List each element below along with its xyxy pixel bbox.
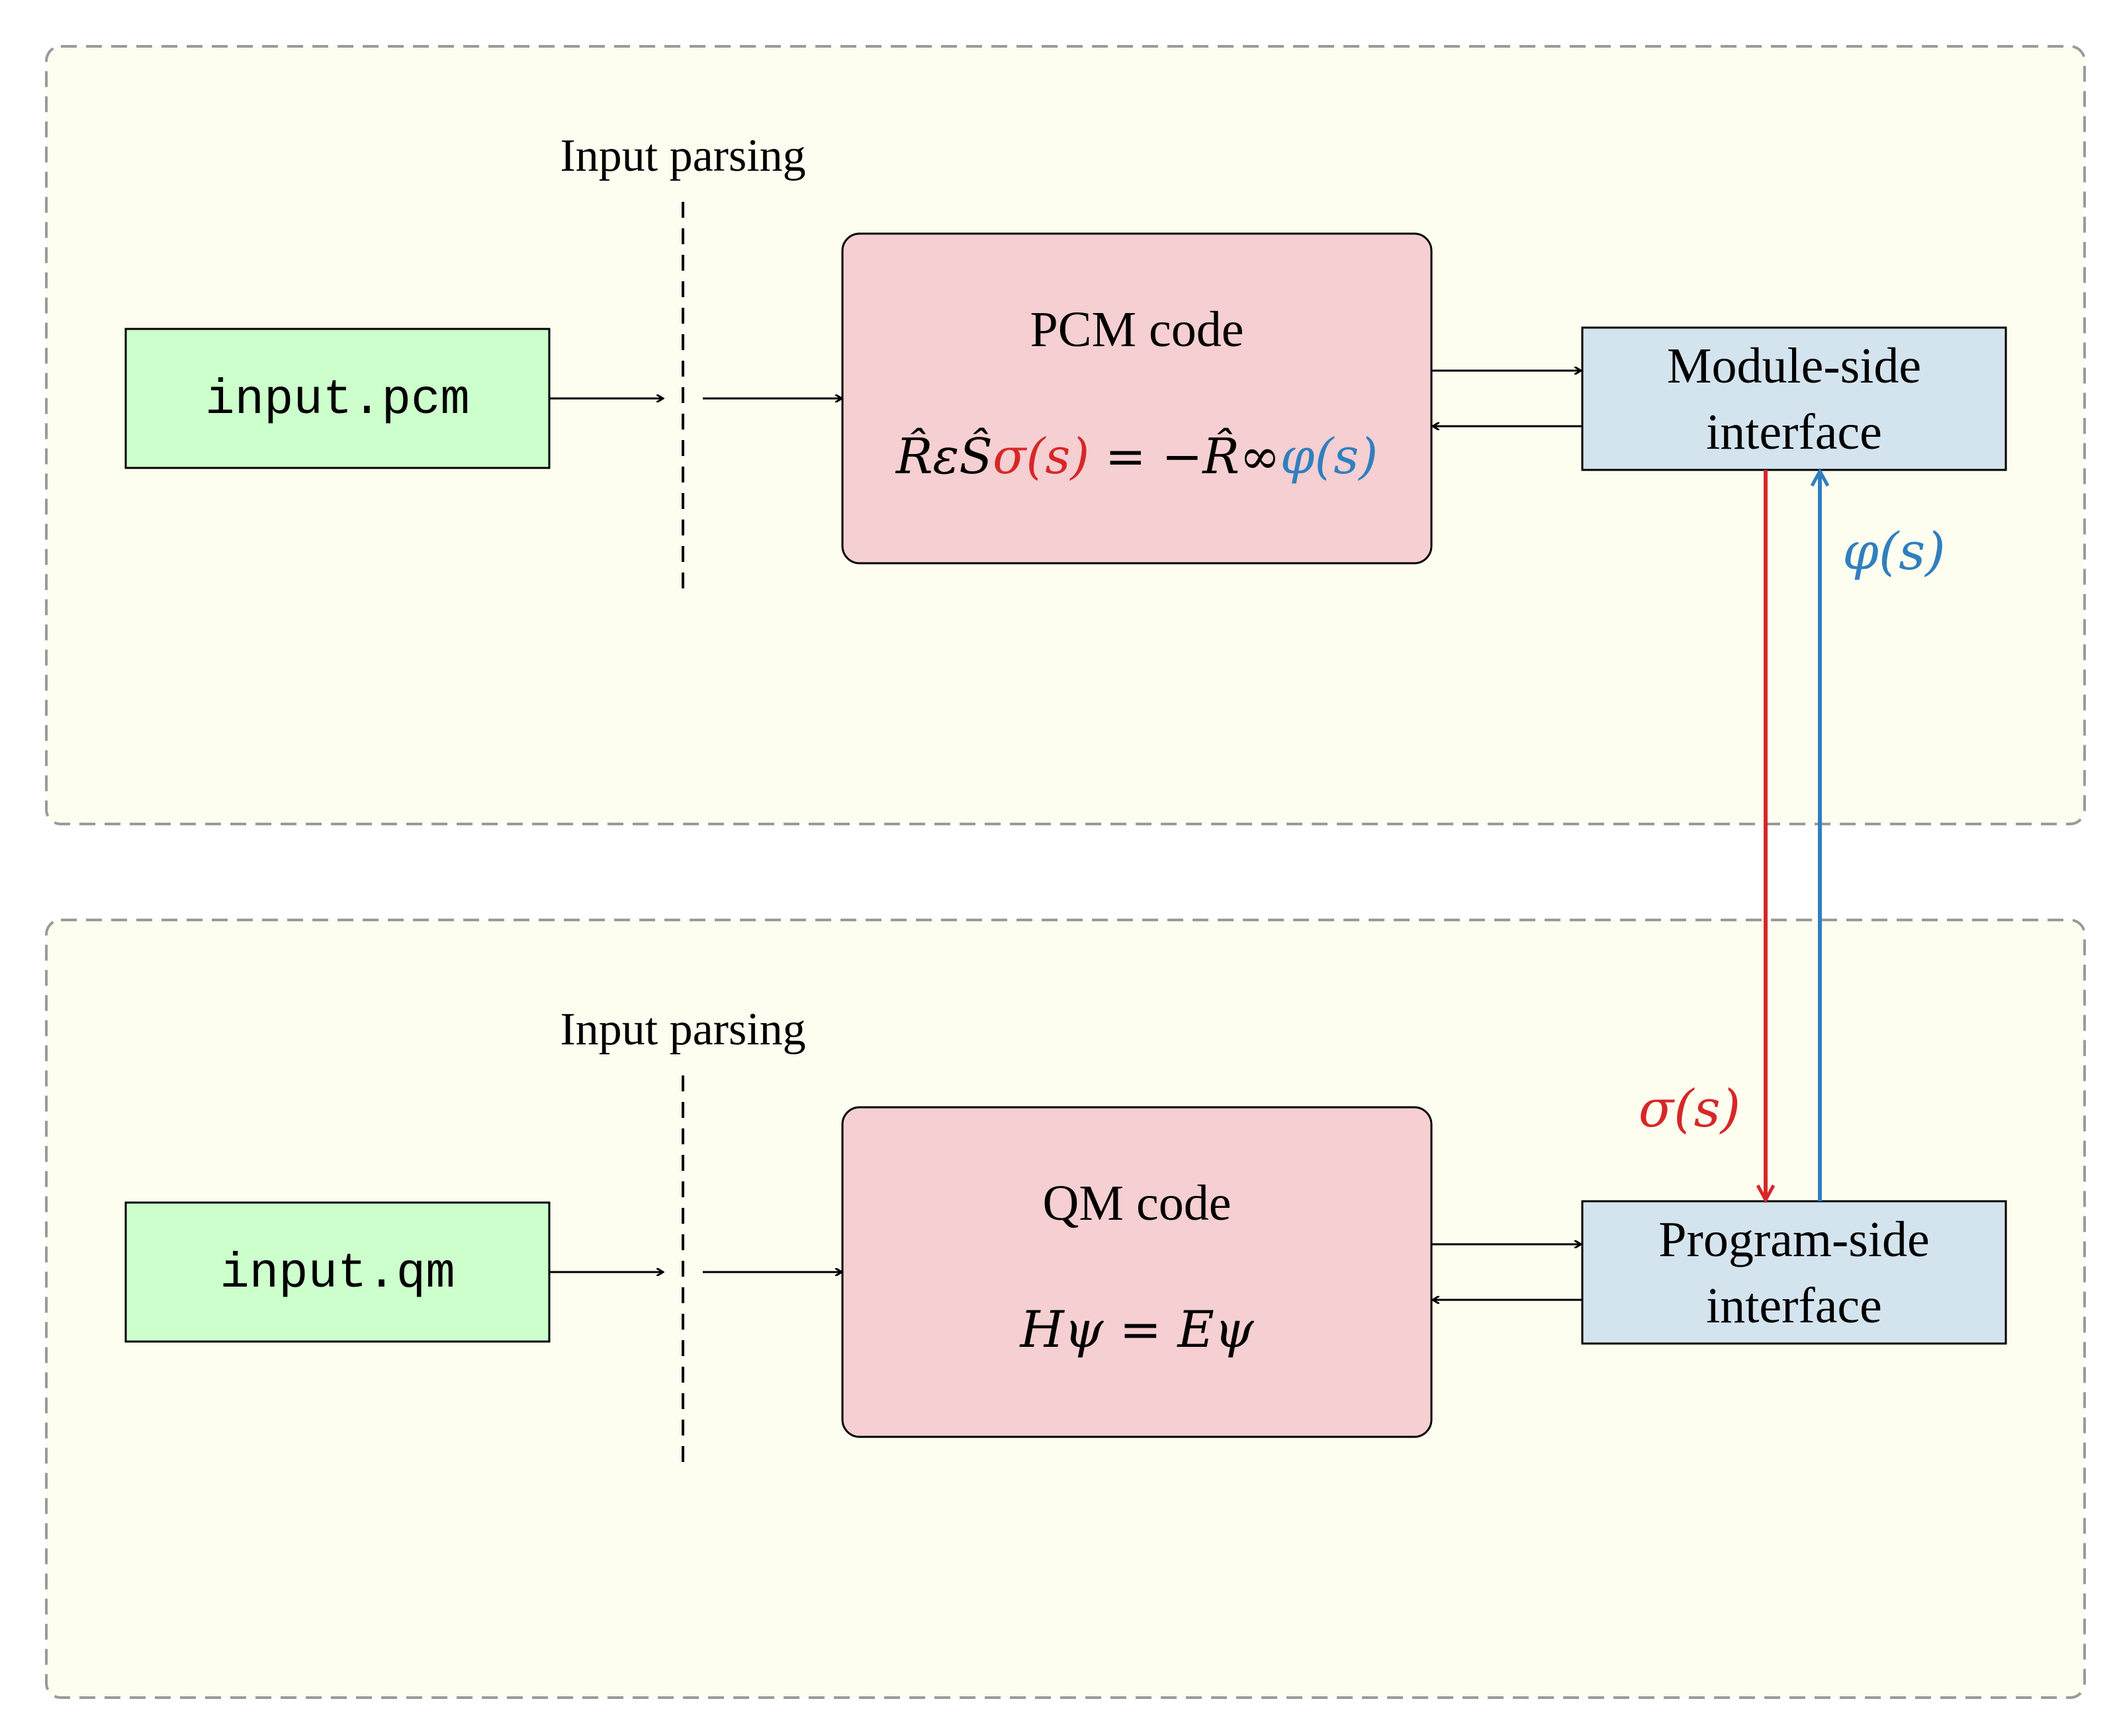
input-pcm-box	[124, 328, 551, 469]
pcm-equation-middle: = −R̂∞	[1089, 428, 1280, 485]
input-pcm-label: input.pcm	[205, 373, 470, 428]
input-qm-label: input.qm	[220, 1246, 455, 1302]
module-interface-line1: Module-side	[1667, 338, 1921, 394]
module-interface-box	[1581, 326, 2007, 471]
top-parsing-label: Input parsing	[560, 130, 805, 181]
pcm-equation-sigma: σ(s)	[993, 428, 1089, 485]
pcm-equation-lhs: R̂εŜ	[895, 426, 993, 485]
program-interface-line1: Program-side	[1658, 1212, 1929, 1267]
bottom-parsing-label: Input parsing	[560, 1004, 805, 1055]
qm-code-box	[841, 1106, 1433, 1438]
pcm-equation-phi: φ(s)	[1281, 428, 1378, 485]
pcm-code-title: PCM code	[1030, 302, 1244, 357]
qm-equation: Hψ = Eψ	[1019, 1300, 1255, 1359]
module-interface-line2: interface	[1706, 404, 1882, 460]
program-interface-box	[1581, 1200, 2007, 1345]
phi-link-label: φ(s)	[1842, 522, 1946, 582]
pcm-code-box	[841, 232, 1433, 565]
pcm-equation: R̂εŜσ(s) = −R̂∞φ(s)	[895, 426, 1378, 485]
qm-code-title: QM code	[1043, 1175, 1232, 1231]
program-interface-line2: interface	[1706, 1278, 1882, 1334]
sigma-link-label: σ(s)	[1639, 1079, 1740, 1139]
